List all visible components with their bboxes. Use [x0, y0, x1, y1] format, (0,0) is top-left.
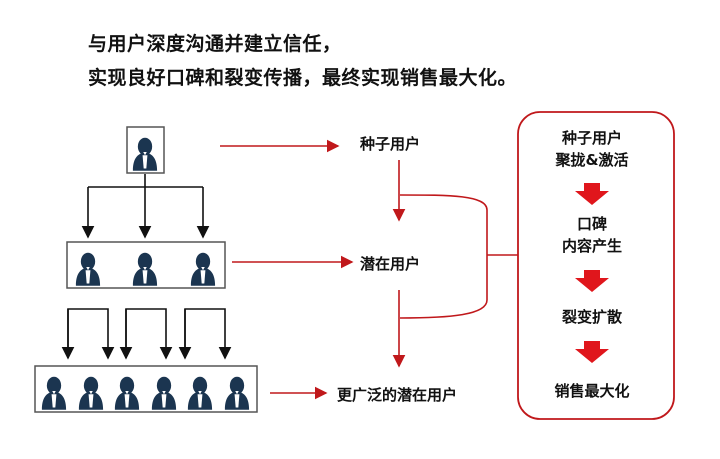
flow-box: [517, 111, 675, 420]
down-arrow-icon: [575, 270, 609, 292]
broader-user-box: [34, 365, 258, 413]
headline-line-2: 实现良好口碑和裂变传播，最终实现销售最大化。: [88, 67, 518, 89]
flow-step-2-line-1: 口碑: [576, 215, 607, 233]
flow-step-1: 种子用户 聚拢&激活: [517, 127, 667, 171]
flow-step-1-line-1: 种子用户: [561, 129, 622, 147]
flow-step-3: 裂变扩散: [561, 308, 622, 326]
flow-step-1-line-2: 聚拢&激活: [555, 151, 629, 169]
potential-user-label: 潜在用户: [360, 255, 421, 273]
headline-line-1: 与用户深度沟通并建立信任，: [88, 33, 342, 55]
tree-connector-2: [61, 308, 232, 360]
flow-step-2: 口碑 内容产生: [517, 213, 667, 257]
down-arrow-icon: [575, 183, 609, 205]
flow-step-4: 销售最大化: [554, 382, 630, 400]
broader-user-label: 更广泛的潜在用户: [337, 386, 458, 404]
seed-user-label: 种子用户: [360, 135, 421, 153]
down-arrow-icon: [575, 341, 609, 363]
flow-step-2-line-2: 内容产生: [561, 237, 622, 255]
tree-connector-1: [81, 174, 210, 239]
